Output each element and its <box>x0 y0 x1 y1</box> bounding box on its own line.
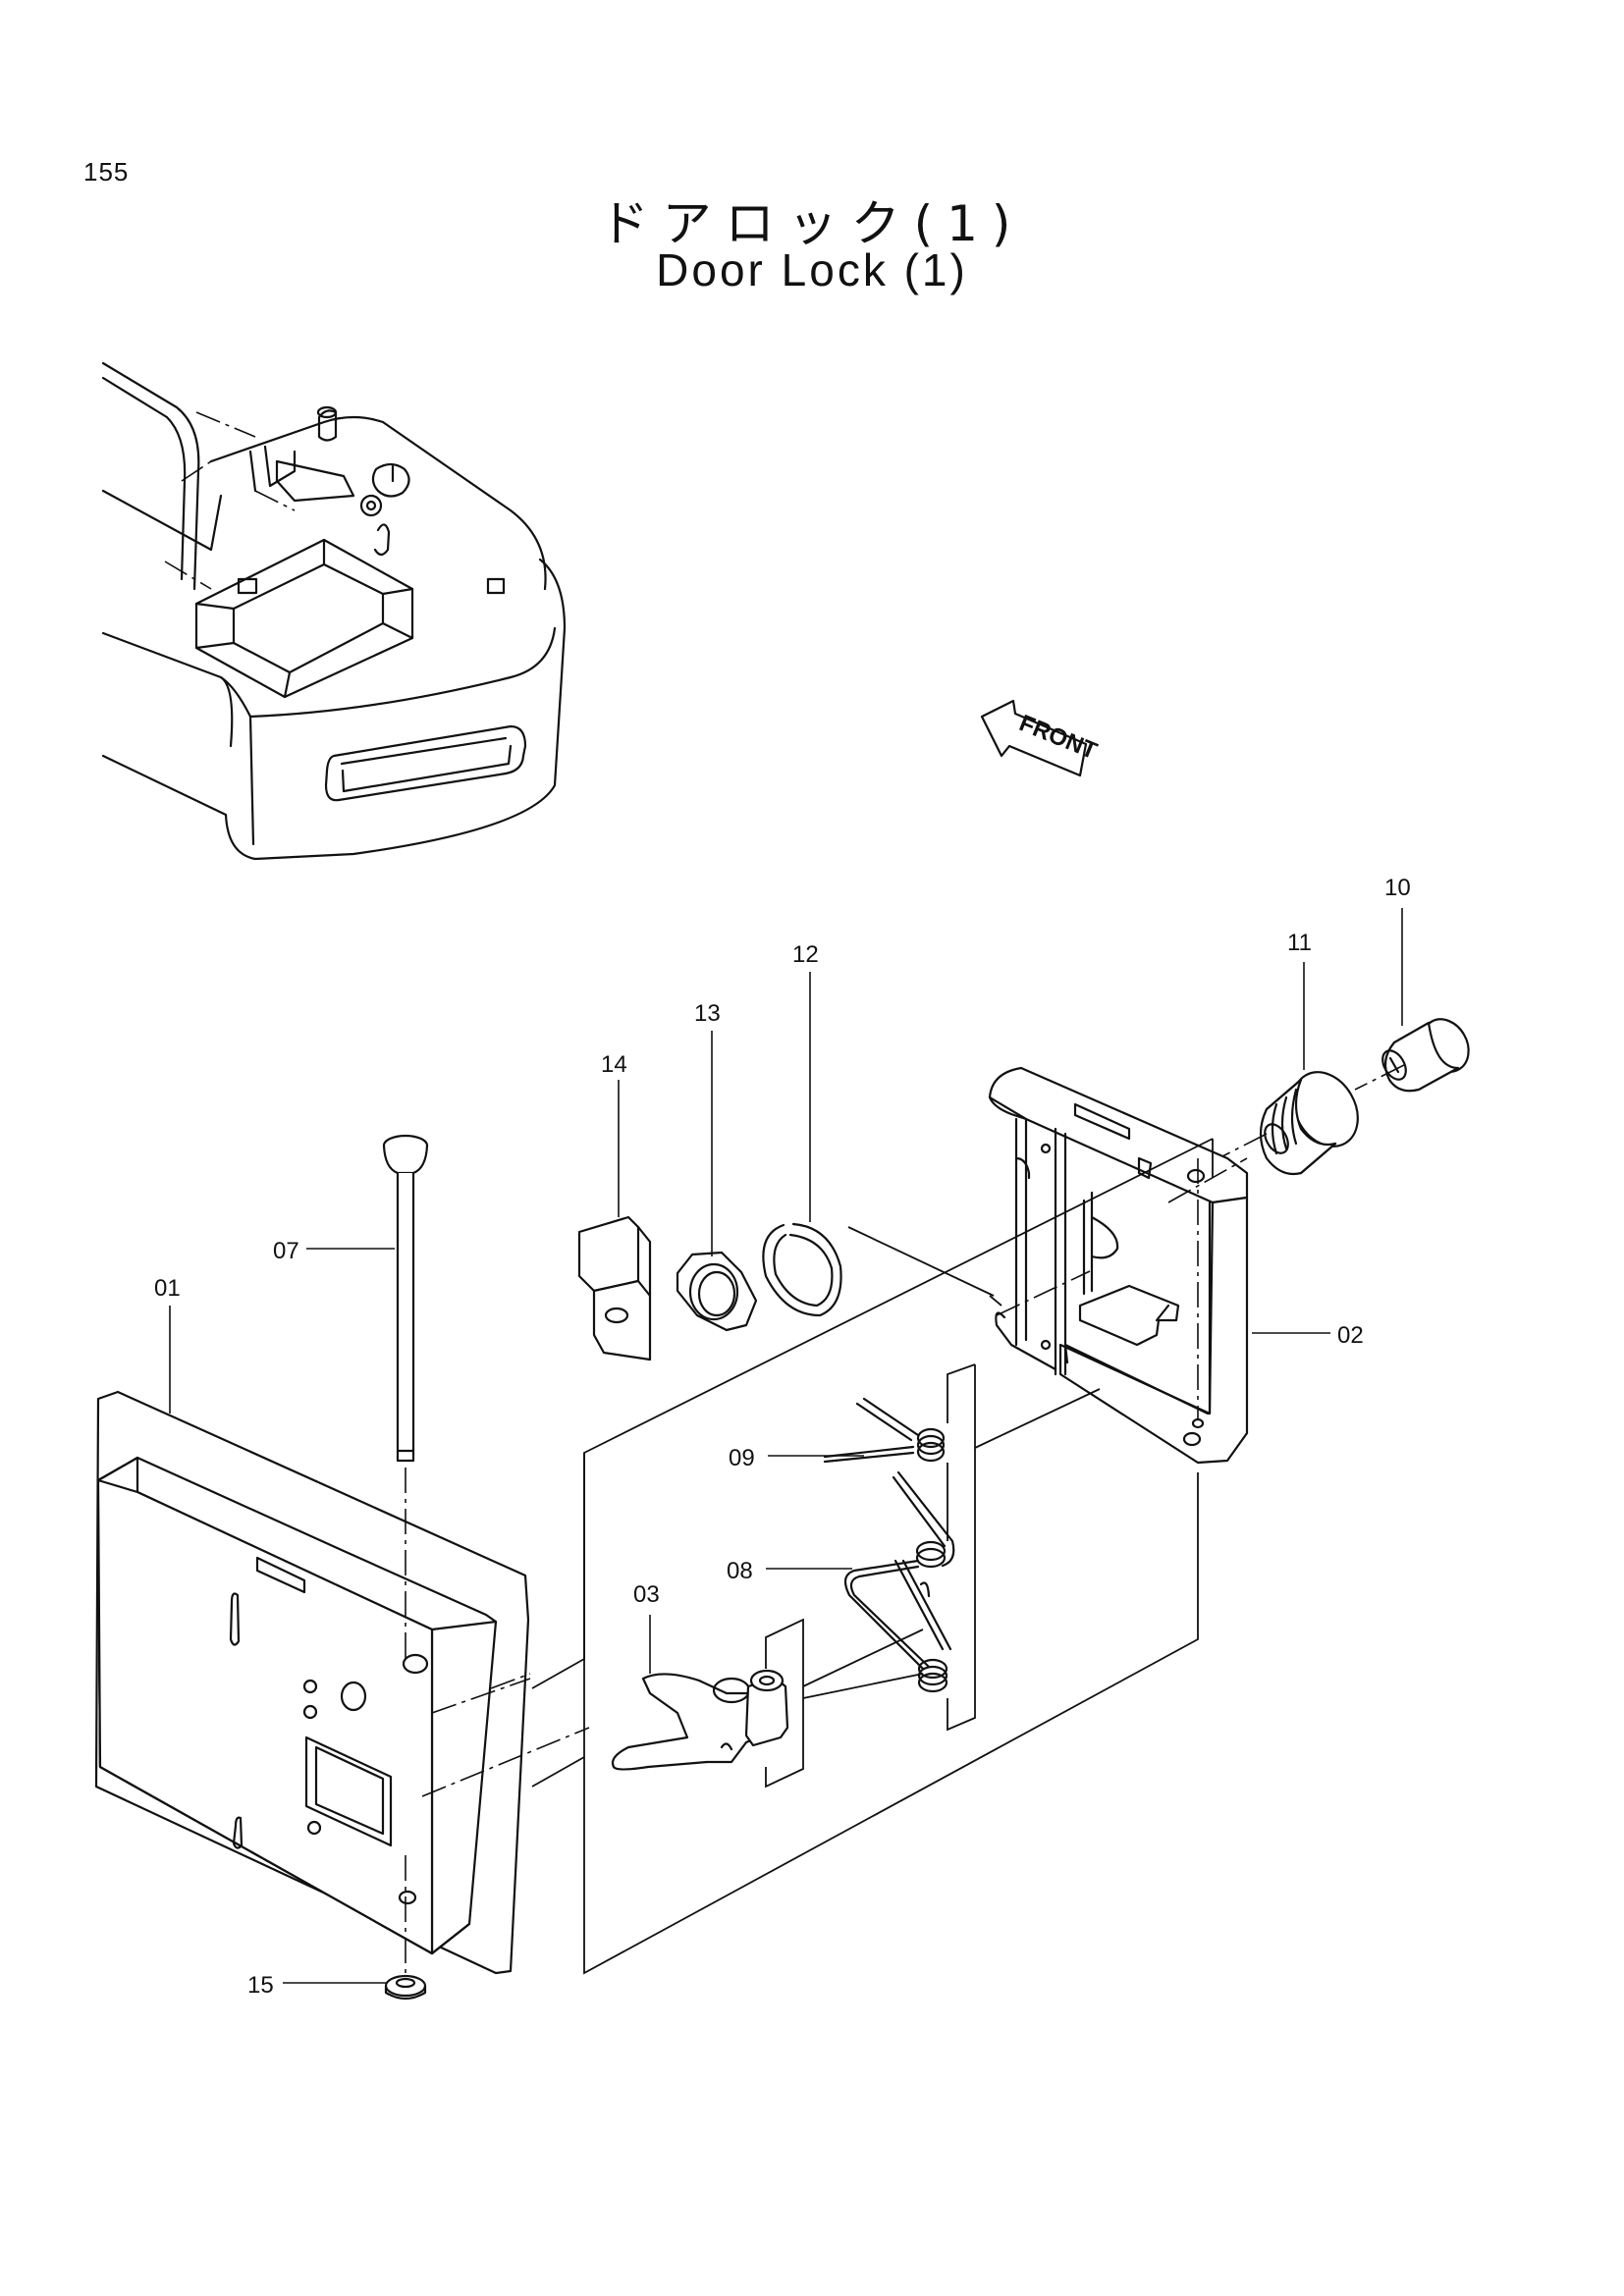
callout-02: 02 <box>1337 1322 1364 1349</box>
title-english: Door Lock (1) <box>656 244 968 295</box>
machine-overview <box>101 361 567 861</box>
part-09-spring <box>823 1397 946 1464</box>
part-13-nut <box>676 1251 758 1332</box>
callout-13: 13 <box>694 1000 721 1027</box>
part-07-pin <box>382 1134 429 1973</box>
part-02-bracket <box>988 1066 1249 1465</box>
part-01-lock-body <box>94 1390 530 1975</box>
callout-03: 03 <box>633 1581 660 1608</box>
part-15-clip <box>384 1974 427 2001</box>
callout-12: 12 <box>792 941 819 968</box>
part-14-plate <box>577 1215 652 1362</box>
part-12-snap-ring <box>762 1222 842 1317</box>
callout-11: 11 <box>1287 930 1312 956</box>
callout-08: 08 <box>727 1558 753 1584</box>
leader-lines <box>169 908 1403 1984</box>
page-number: 155 <box>83 157 130 187</box>
callout-14: 14 <box>601 1051 627 1078</box>
part-03-latch <box>611 1669 789 1771</box>
part-10-key-cylinder <box>1381 1018 1470 1093</box>
front-direction-arrow: FRONT <box>980 699 1101 777</box>
assembly-lines <box>421 1064 1405 1975</box>
part-callouts: 10 11 12 13 14 07 01 02 09 08 03 15 <box>154 875 1411 1999</box>
title-japanese: ドアロック(1) <box>599 195 1025 252</box>
front-label: FRONT <box>1015 710 1101 765</box>
callout-01: 01 <box>154 1275 181 1302</box>
callout-10: 10 <box>1384 875 1411 901</box>
part-11-bushing <box>1259 1071 1359 1176</box>
callout-15: 15 <box>247 1972 274 1999</box>
callout-07: 07 <box>273 1238 299 1264</box>
callout-09: 09 <box>729 1445 755 1471</box>
part-08-spring <box>843 1470 955 1693</box>
